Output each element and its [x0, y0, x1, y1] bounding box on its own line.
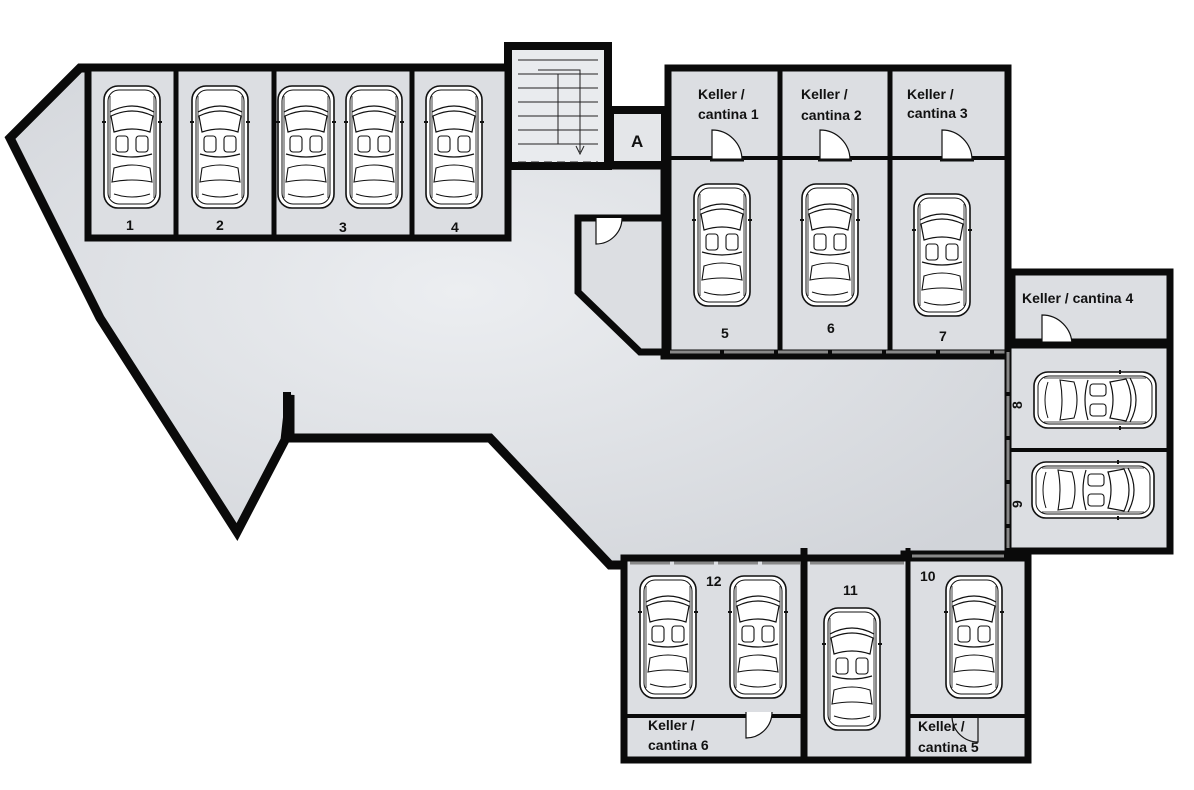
cellar-3: Keller / cantina 3 [907, 86, 968, 121]
cellar-4-room [1008, 268, 1174, 346]
door-icon [745, 711, 773, 739]
space-label-9: 9 [1009, 500, 1025, 508]
svg-text:cantina 6: cantina 6 [648, 737, 709, 753]
door-icon [951, 715, 979, 743]
svg-text:cantina 3: cantina 3 [907, 105, 968, 121]
car-icon [1031, 459, 1155, 521]
svg-text:Keller /: Keller / [698, 86, 745, 102]
car-icon [343, 85, 405, 209]
svg-text:cantina 1: cantina 1 [698, 106, 759, 122]
cellar-6: Keller / cantina 6 [648, 717, 709, 753]
space-label-3: 3 [339, 219, 347, 235]
space-label-1: 1 [126, 217, 134, 233]
car-icon [275, 85, 337, 209]
cellar-4: Keller / cantina 4 [1022, 290, 1133, 306]
car-icon [911, 193, 973, 317]
space-label-10: 10 [920, 568, 936, 584]
car-icon [189, 85, 251, 209]
svg-text:Keller / cantina 4: Keller / cantina 4 [1022, 290, 1133, 306]
space-label-12: 12 [706, 573, 722, 589]
car-icon [101, 85, 163, 209]
space-label-5: 5 [721, 325, 729, 341]
car-icon [821, 607, 883, 731]
car-icon [799, 183, 861, 307]
cellar-2: Keller / cantina 2 [801, 86, 862, 123]
svg-text:Keller /: Keller / [801, 86, 848, 102]
svg-text:cantina 5: cantina 5 [918, 739, 979, 755]
space-label-8: 8 [1009, 401, 1025, 409]
car-icon [637, 575, 699, 699]
space-label-6: 6 [827, 320, 835, 336]
stairs [518, 59, 598, 163]
space-label-2: 2 [216, 217, 224, 233]
car-icon [1033, 369, 1157, 431]
space-label-7: 7 [939, 328, 947, 344]
door-icon [595, 217, 623, 245]
storage-room [574, 214, 669, 356]
car-icon [943, 575, 1005, 699]
car-icon [691, 183, 753, 307]
lift-label: A [631, 132, 643, 151]
cellar-1: Keller / cantina 1 [698, 86, 759, 122]
space-label-4: 4 [451, 219, 459, 235]
space-label-11: 11 [843, 582, 858, 598]
svg-text:Keller /: Keller / [907, 86, 954, 102]
car-icon [727, 575, 789, 699]
svg-text:cantina 2: cantina 2 [801, 107, 862, 123]
svg-text:Keller /: Keller / [648, 717, 695, 733]
car-icon [423, 85, 485, 209]
